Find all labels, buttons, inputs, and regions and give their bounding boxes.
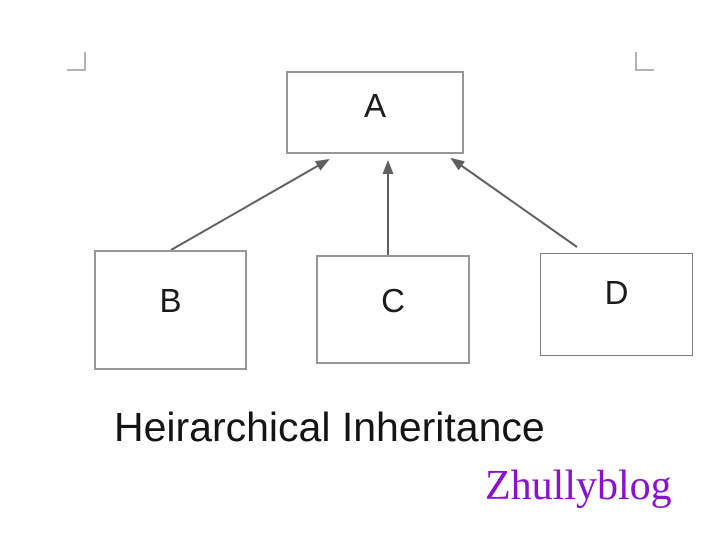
node-c-label: C (381, 282, 405, 319)
page-margin-corner-top-left-icon (67, 52, 86, 71)
diagram-caption: Heirarchical Inheritance (114, 404, 545, 450)
node-a: A (286, 71, 464, 154)
node-d: D (540, 253, 693, 356)
node-b: B (94, 250, 247, 370)
arrow-d-to-a (450, 157, 578, 248)
node-b-label: B (159, 281, 182, 319)
node-d-label: D (604, 274, 629, 311)
node-c: C (316, 255, 470, 364)
arrow-b-to-a (170, 159, 330, 251)
watermark-logo: Zhullyblog (485, 463, 672, 509)
page-margin-corner-top-right-icon (635, 52, 654, 71)
node-a-label: A (363, 87, 386, 124)
